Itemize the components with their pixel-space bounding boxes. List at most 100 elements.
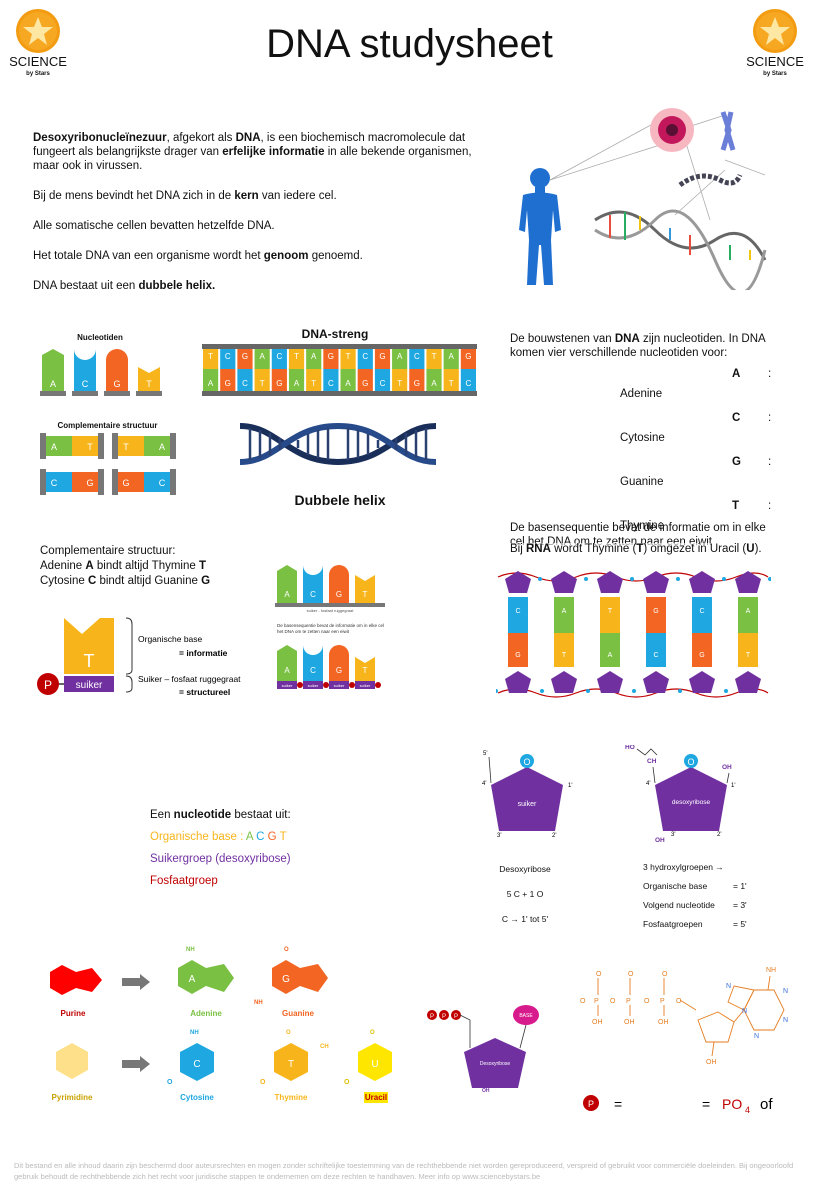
sugar-block <box>64 676 114 692</box>
hydroxyl-table: 3 hydroxylgroepen → Organische base= 1' … <box>643 858 747 934</box>
base-letter: C <box>225 352 231 361</box>
thymine-label: Thymine <box>275 1093 308 1102</box>
base-t-shape <box>392 369 408 391</box>
backbone-bar <box>104 391 130 396</box>
star-badge-icon <box>16 9 60 53</box>
base-letter: T <box>449 379 454 388</box>
sugar-pentagon <box>735 671 761 693</box>
base-c-shape <box>220 349 236 369</box>
logo-by: by Stars <box>763 71 787 77</box>
base-a-shape <box>277 565 297 603</box>
base-row: C: <box>510 410 780 432</box>
base-a-shape <box>46 436 72 456</box>
base-letter: A <box>284 590 290 599</box>
base-letter: T <box>608 608 613 615</box>
carbon-label: 2' <box>717 832 721 838</box>
base-name: Cytosine <box>620 432 665 444</box>
base-t-shape <box>738 633 758 667</box>
base-letter: T <box>746 652 751 659</box>
base-letter: C <box>466 379 472 388</box>
backbone-bar <box>40 433 46 459</box>
sugar-block <box>355 681 375 689</box>
base-c-shape <box>271 349 287 369</box>
bouwstenen-block: De bouwstenen van DNA zijn nucleotiden. … <box>510 332 780 360</box>
nucleotide-definition: Een nucleotide bestaat uit: Organische b… <box>150 804 291 892</box>
base-g-shape <box>374 349 391 369</box>
carbon-label: 2' <box>552 833 556 839</box>
base-t-shape <box>254 369 270 391</box>
base-a-shape <box>554 597 574 633</box>
o-label: O <box>610 998 616 1005</box>
row-value: = 5' <box>733 919 747 929</box>
base-letter: G <box>362 379 368 388</box>
nucl-org-base: Organische base : A C G T <box>150 826 291 848</box>
base-g-shape <box>357 369 373 391</box>
base-letter: C <box>414 352 420 361</box>
pentagon-label: suiker <box>518 801 537 808</box>
base-g-shape <box>72 472 98 492</box>
phosphate-icon <box>37 673 59 695</box>
n-label: N <box>726 983 731 990</box>
base-a-shape <box>42 349 64 391</box>
base-row: A: <box>510 366 780 388</box>
hydroxyl-row: Volgend nucleotide= 3' <box>643 896 747 915</box>
suiker-ruggegraat-label: Suiker – fosfaat ruggegraat <box>138 674 241 684</box>
base-letter: T <box>732 500 740 512</box>
text: zijn nucleotiden. In DNA komen vier vers… <box>510 333 766 359</box>
base-blob-label: BASE <box>519 1013 533 1019</box>
o-label: O <box>344 1079 350 1086</box>
backbone-label: suiker - fosfaat ruggegraat <box>307 608 355 613</box>
n-label: N <box>783 988 788 995</box>
term-t: T <box>636 543 644 555</box>
base-letter: T <box>294 352 299 361</box>
base-t-shape <box>426 349 442 369</box>
uracil-label: Uracil <box>365 1093 387 1102</box>
phosphate-letter: P <box>442 1014 446 1020</box>
colon: : <box>768 456 772 468</box>
sugar-pentagon <box>643 671 669 693</box>
oxygen-icon <box>520 754 534 768</box>
eq-structureel: = structureel <box>179 687 230 697</box>
base-g-shape <box>118 472 144 492</box>
o-label: O <box>370 1030 375 1036</box>
o-label: O <box>596 971 602 978</box>
row-value: = 1' <box>733 881 747 891</box>
logo-brand: SCIENCE <box>746 54 804 69</box>
o-label: O <box>580 998 586 1005</box>
equals-sign: = <box>614 1096 622 1112</box>
oh-label: OH <box>592 1019 603 1026</box>
term-u: U <box>746 543 755 555</box>
oxygen-dot <box>722 577 726 581</box>
nucleotiden-heading: Nucleotiden <box>77 333 123 342</box>
phosphate-icon <box>349 682 355 688</box>
base-letter: C <box>653 652 658 659</box>
hydroxyl-row: Organische base = 1' <box>643 877 747 896</box>
base-letter: C <box>310 666 316 675</box>
uracil-icon <box>358 1043 392 1081</box>
base-letter: G <box>242 352 248 361</box>
oxygen-dot <box>538 577 542 581</box>
carbon-label: 4' <box>482 781 486 787</box>
base-a-shape <box>738 597 758 633</box>
base-letter: G <box>515 652 520 659</box>
base-g-shape <box>409 369 425 391</box>
complementaire-text: Complementaire structuur: Adenine A bind… <box>40 544 210 589</box>
pentagon-suiker <box>491 767 563 831</box>
base-letter: A <box>449 352 455 361</box>
backbone-bar <box>98 433 104 459</box>
base-letter: G <box>465 352 471 361</box>
base-blob-icon <box>513 1005 539 1025</box>
dubbele-helix-heading: Dubbele helix <box>294 492 386 508</box>
phosphate-icon <box>323 682 329 688</box>
backbone-bottom <box>202 391 477 396</box>
base-letter: T <box>208 352 213 361</box>
base-g-shape <box>508 633 528 667</box>
base-t-shape <box>288 349 305 369</box>
row-label: Organische base <box>643 881 708 891</box>
backbone-bar <box>40 391 66 396</box>
intro-paragraph: Alle somatische cellen bevatten hetzelfd… <box>33 220 275 232</box>
base-c-shape <box>409 349 425 369</box>
row-label: Fosfaatgroepen <box>643 919 703 929</box>
